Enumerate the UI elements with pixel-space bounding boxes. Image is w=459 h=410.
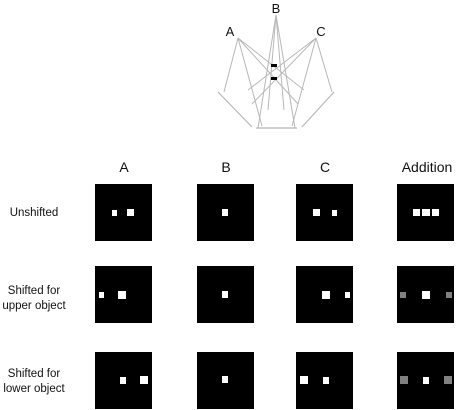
dim-spot	[400, 292, 406, 298]
bright-spot	[222, 376, 228, 383]
bright-spot	[112, 210, 117, 216]
bright-spot	[345, 292, 350, 298]
column-header-c: C	[320, 159, 330, 175]
panel-c-shifted-upper	[296, 266, 353, 323]
column-header-a: A	[119, 159, 129, 175]
ray-line	[257, 14, 277, 129]
bright-spot	[313, 209, 320, 216]
ray-line	[315, 37, 333, 93]
bright-spot	[99, 292, 104, 298]
panel-c-shifted-lower	[296, 352, 353, 409]
panel-addition-shifted-lower	[397, 352, 454, 409]
row-label-upper-line2: upper object	[2, 300, 66, 312]
bright-spot	[422, 291, 430, 299]
bright-spot	[422, 209, 430, 216]
bright-spot	[322, 291, 330, 299]
camera-geometry-diagram: A B C	[217, 1, 335, 129]
row-labels: Unshifted Shifted for upper object Shift…	[2, 207, 66, 395]
bright-spot	[300, 376, 308, 384]
panel-b-shifted-upper	[197, 266, 254, 323]
ray-line	[237, 37, 299, 105]
camera-label-b: B	[272, 1, 281, 16]
column-header-addition: Addition	[402, 159, 453, 175]
ray-line	[223, 37, 239, 93]
ray-line	[251, 37, 317, 105]
dim-spot	[446, 292, 452, 298]
column-header-b: B	[221, 159, 230, 175]
ray-line	[291, 37, 317, 127]
camera-label-c: C	[316, 24, 325, 39]
camera-label-a: A	[226, 24, 235, 39]
panel-row-shifted-lower	[95, 352, 454, 409]
bright-spot	[140, 376, 148, 384]
row-label-lower-line2: lower object	[3, 383, 65, 395]
bright-spot	[222, 209, 228, 216]
bright-spot	[413, 209, 420, 216]
ray-line	[267, 14, 277, 111]
dim-spot	[400, 376, 408, 384]
ray-line	[275, 14, 296, 129]
bright-spot	[127, 209, 134, 216]
row-label-lower-line1: Shifted for	[8, 368, 61, 380]
image-plane-a	[217, 91, 253, 128]
dim-spot	[444, 376, 452, 384]
bright-spot	[222, 291, 228, 298]
row-label-unshifted: Unshifted	[10, 207, 59, 219]
ray-line	[237, 37, 263, 127]
lower-object	[271, 77, 277, 80]
ray-line	[247, 37, 317, 91]
panel-b-unshifted	[197, 184, 254, 241]
bright-spot	[432, 209, 439, 216]
bright-spot	[120, 377, 126, 384]
bright-spot	[323, 377, 329, 384]
panel-b-shifted-lower	[197, 352, 254, 409]
bright-spot	[118, 291, 126, 299]
panel-addition-unshifted	[397, 184, 454, 241]
panel-background	[95, 184, 152, 241]
panel-addition-shifted-upper	[397, 266, 454, 323]
bright-spot	[423, 377, 429, 384]
panel-a-shifted-lower	[95, 352, 152, 409]
upper-object	[271, 64, 277, 67]
column-headers: A B C Addition	[119, 159, 452, 175]
ray-line	[275, 14, 285, 111]
panel-c-unshifted	[296, 184, 353, 241]
panel-background	[296, 184, 353, 241]
panel-a-unshifted	[95, 184, 152, 241]
panel-row-shifted-upper	[95, 266, 454, 323]
bright-spot	[332, 210, 337, 216]
panel-row-unshifted	[95, 184, 454, 241]
row-label-upper-line1: Shifted for	[8, 285, 61, 297]
panel-a-shifted-upper	[95, 266, 152, 323]
image-plane-c	[301, 91, 335, 128]
